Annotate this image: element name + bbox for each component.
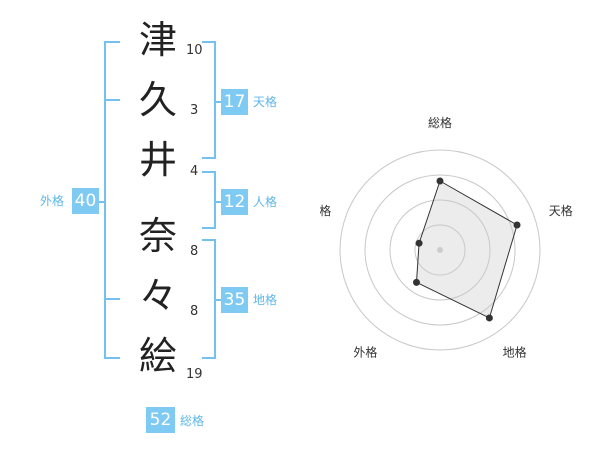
stroke-count-3: 4: [190, 164, 199, 179]
radar-point-2: [513, 221, 521, 229]
stroke-count-5: 8: [190, 304, 199, 319]
jinkaku-value: 12: [221, 189, 248, 215]
radar-axis-label-4: 外格: [353, 345, 377, 360]
soukaku-label: 総格: [180, 414, 205, 428]
chikaku-bracket: [202, 239, 216, 359]
radar-axis-label-2: 天格: [549, 203, 573, 218]
gaikaku-connector: [98, 201, 105, 203]
name-char-4: 奈: [138, 214, 177, 258]
name-char-6: 絵: [138, 334, 177, 378]
chikaku-value: 35: [221, 287, 248, 313]
gaikaku-value: 40: [72, 188, 99, 214]
radar-point-4: [412, 278, 420, 286]
radar-ring: [339, 149, 541, 351]
radar-axis-label-3: 地格: [503, 345, 527, 360]
stroke-count-1: 10: [186, 43, 203, 58]
gaikaku-label: 外格: [40, 194, 65, 208]
radar-polygon: [415, 180, 518, 319]
bracket-tick: [104, 298, 120, 300]
radar-ring: [389, 199, 491, 301]
gaikaku-bracket: [104, 41, 120, 359]
stroke-count-6: 19: [186, 367, 203, 382]
tenkaku-label: 天格: [253, 95, 278, 109]
radar-ring: [414, 224, 466, 276]
chikaku-label: 地格: [253, 293, 278, 307]
name-char-3: 井: [138, 138, 177, 182]
stroke-count-2: 3: [190, 103, 199, 118]
stroke-count-4: 8: [190, 244, 199, 259]
jinkaku-label: 人格: [253, 195, 278, 209]
radar-axis-label-1: 総格: [428, 115, 452, 130]
name-char-1: 津: [138, 18, 177, 62]
radar-point-5: [415, 239, 423, 247]
soukaku-value: 52: [146, 407, 175, 433]
bracket-tick: [104, 99, 120, 101]
tenkaku-value: 17: [221, 89, 248, 115]
name-char-5: 々: [138, 274, 177, 318]
jinkaku-connector: [215, 201, 221, 203]
radar-axis-label-5: 人格: [320, 203, 331, 218]
radar-point-1: [436, 177, 444, 185]
radar-center-dot: [437, 247, 443, 253]
radar-point-3: [485, 314, 493, 322]
tenkaku-connector: [215, 101, 221, 103]
jinkaku-bracket: [202, 171, 216, 229]
name-char-2: 久: [138, 78, 177, 122]
tenkaku-bracket: [202, 41, 216, 159]
radar-ring: [364, 174, 516, 326]
chikaku-connector: [215, 299, 221, 301]
